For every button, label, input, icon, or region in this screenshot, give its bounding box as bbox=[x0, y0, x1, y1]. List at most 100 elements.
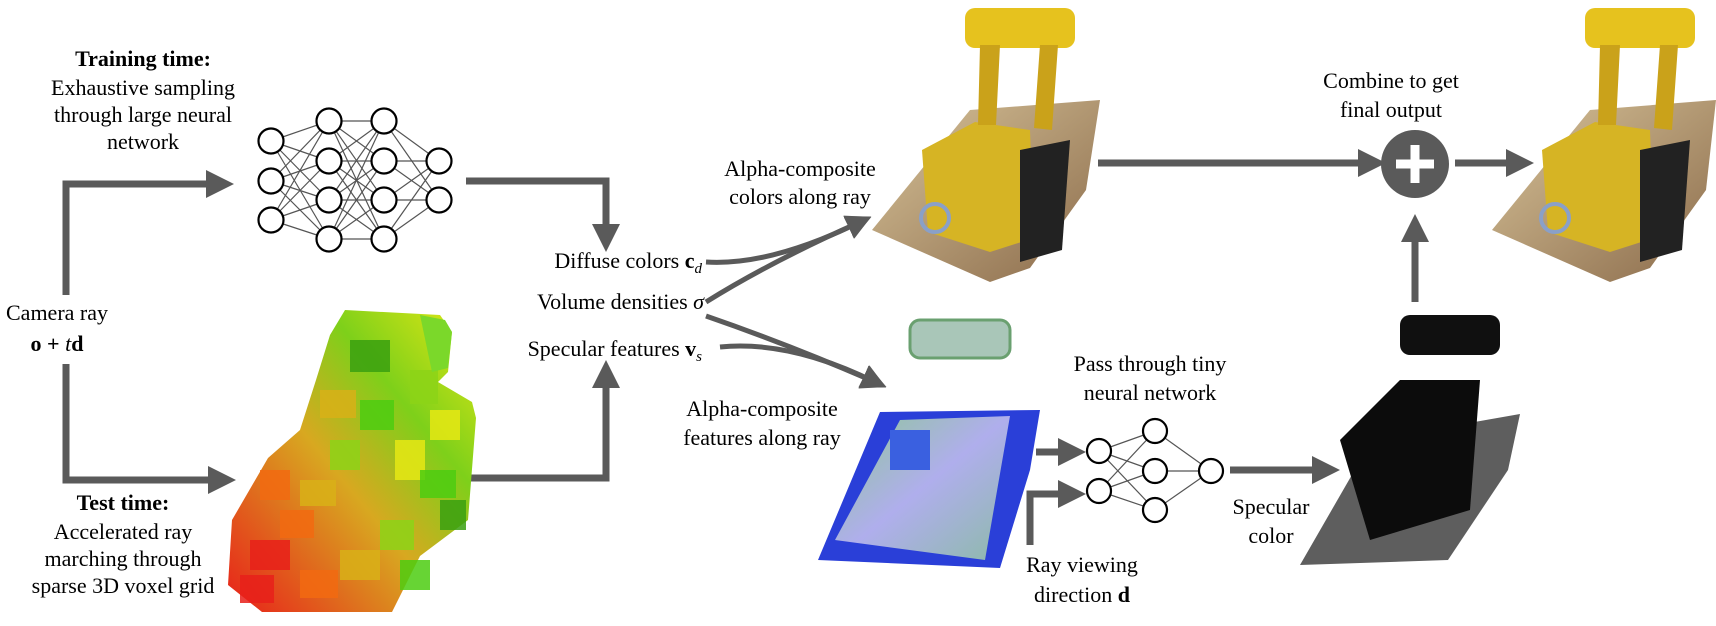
large-nn-edge bbox=[270, 160, 330, 221]
large-nn-node bbox=[257, 127, 285, 155]
tiny-nn-node bbox=[1141, 417, 1169, 445]
voxel-block bbox=[430, 410, 460, 440]
camera-ray-equation: o + td bbox=[31, 331, 84, 356]
final-tracks bbox=[1640, 140, 1690, 262]
diffuse-arms bbox=[978, 45, 1058, 130]
alpha-colors-line2: colors along ray bbox=[729, 184, 871, 209]
large-nn-edge bbox=[270, 120, 330, 221]
diffuse-bucket bbox=[965, 8, 1075, 48]
voxel-blocks bbox=[240, 340, 466, 603]
voxel-block bbox=[350, 340, 390, 372]
voxel-bucket bbox=[420, 315, 452, 372]
voxel-block bbox=[330, 440, 360, 470]
test-time-label: Test time: Accelerated ray marching thro… bbox=[32, 490, 215, 598]
final-output-image bbox=[1492, 8, 1716, 282]
curve-density-to-composite bbox=[704, 215, 872, 305]
tiny-nn-node bbox=[1141, 496, 1169, 524]
large-nn-node bbox=[370, 107, 398, 135]
camera-ray-plus-symbol: + bbox=[42, 331, 66, 356]
feature-bucket bbox=[908, 318, 1012, 360]
tiny-nn-node bbox=[1085, 437, 1113, 465]
voxel-block bbox=[360, 400, 394, 430]
voxel-block bbox=[400, 560, 430, 590]
camera-ray-direction-symbol: d bbox=[71, 331, 83, 356]
voxel-block bbox=[420, 470, 456, 498]
arrow-camera-to-training bbox=[62, 170, 234, 295]
combine-line2: final output bbox=[1340, 97, 1442, 122]
combine-line1: Combine to get bbox=[1323, 68, 1459, 93]
view-direction-text: direction bbox=[1034, 582, 1118, 607]
large-nn-node bbox=[315, 107, 343, 135]
training-time-line3: network bbox=[107, 129, 179, 154]
tiny-nn-node bbox=[1141, 457, 1169, 485]
voxel-block bbox=[440, 500, 466, 530]
specular-features-symbol: v bbox=[685, 336, 696, 361]
large-nn-node bbox=[370, 186, 398, 214]
view-direction-symbol: d bbox=[1118, 582, 1130, 607]
diffuse-render-image bbox=[872, 8, 1100, 282]
voxel-block bbox=[250, 540, 290, 570]
tiny-nn-line1: Pass through tiny bbox=[1074, 351, 1227, 376]
curve-specular-to-features bbox=[719, 343, 887, 388]
training-time-heading: Training time: bbox=[75, 46, 211, 71]
volume-densities-text: Volume densities bbox=[537, 289, 693, 314]
voxel-block bbox=[280, 510, 314, 538]
arrow-viewdir-to-tiny-nn bbox=[1026, 480, 1086, 545]
specular-bucket bbox=[1400, 315, 1500, 355]
test-time-heading: Test time: bbox=[77, 490, 170, 515]
tiny-nn-label: Pass through tiny neural network bbox=[1074, 351, 1227, 405]
large-neural-network-icon bbox=[257, 107, 453, 253]
large-nn-edge bbox=[328, 120, 385, 201]
combine-plus-node bbox=[1381, 130, 1449, 198]
voxel-block bbox=[260, 470, 290, 500]
diffuse-tracks bbox=[1020, 140, 1070, 262]
specular-features-label: Specular features vs bbox=[528, 336, 703, 365]
alpha-colors-label: Alpha-composite colors along ray bbox=[724, 156, 876, 209]
feature-render-image bbox=[818, 318, 1040, 568]
specular-color-line2: color bbox=[1248, 523, 1294, 548]
view-direction-line2: direction d bbox=[1034, 582, 1130, 607]
camera-ray-t-symbol: t bbox=[65, 331, 72, 356]
final-wheel bbox=[1539, 202, 1571, 234]
intermediate-outputs: Diffuse colors cd Volume densities σ Spe… bbox=[528, 248, 706, 365]
voxel-block bbox=[240, 575, 274, 603]
large-nn-node bbox=[370, 225, 398, 253]
arrow-test-to-outputs bbox=[470, 360, 620, 482]
feature-body bbox=[835, 416, 1010, 560]
large-nn-edge bbox=[270, 120, 330, 182]
large-nn-node bbox=[315, 225, 343, 253]
voxel-block bbox=[300, 570, 338, 598]
feature-blue-block bbox=[890, 430, 930, 470]
voxel-block bbox=[340, 550, 380, 580]
large-nn-edge bbox=[328, 160, 385, 240]
large-nn-node bbox=[315, 147, 343, 175]
view-direction-line1: Ray viewing bbox=[1026, 552, 1138, 577]
diffuse-colors-text: Diffuse colors bbox=[554, 248, 684, 273]
diffuse-colors-label: Diffuse colors cd bbox=[554, 248, 702, 277]
large-nn-node bbox=[425, 147, 453, 175]
diffuse-colors-symbol: c bbox=[685, 248, 695, 273]
training-time-label: Training time: Exhaustive sampling throu… bbox=[51, 46, 235, 154]
pipeline-arrows bbox=[62, 149, 1534, 545]
test-time-line3: sparse 3D voxel grid bbox=[32, 573, 215, 598]
tiny-nn-node bbox=[1085, 477, 1113, 505]
final-bucket bbox=[1585, 8, 1695, 48]
view-direction-label: Ray viewing direction d bbox=[1026, 552, 1138, 607]
voxel-block bbox=[320, 390, 356, 418]
volume-densities-symbol: σ bbox=[693, 289, 705, 314]
training-time-line1: Exhaustive sampling bbox=[51, 75, 235, 100]
camera-ray-label: Camera ray o + td bbox=[6, 300, 108, 356]
combine-label: Combine to get final output bbox=[1323, 68, 1459, 122]
test-time-line2: marching through bbox=[44, 546, 201, 571]
test-time-line1: Accelerated ray bbox=[54, 519, 193, 544]
voxel-block bbox=[380, 520, 414, 550]
alpha-colors-line1: Alpha-composite bbox=[724, 156, 876, 181]
large-nn-node bbox=[425, 186, 453, 214]
alpha-features-line2: features along ray bbox=[683, 425, 841, 450]
plus-icon bbox=[1396, 145, 1434, 183]
alpha-features-label: Alpha-composite features along ray bbox=[683, 396, 841, 450]
specular-color-label: Specular color bbox=[1233, 494, 1311, 548]
arrow-training-to-outputs bbox=[466, 177, 620, 252]
large-nn-node bbox=[315, 186, 343, 214]
tiny-nn-edge bbox=[1098, 430, 1156, 492]
